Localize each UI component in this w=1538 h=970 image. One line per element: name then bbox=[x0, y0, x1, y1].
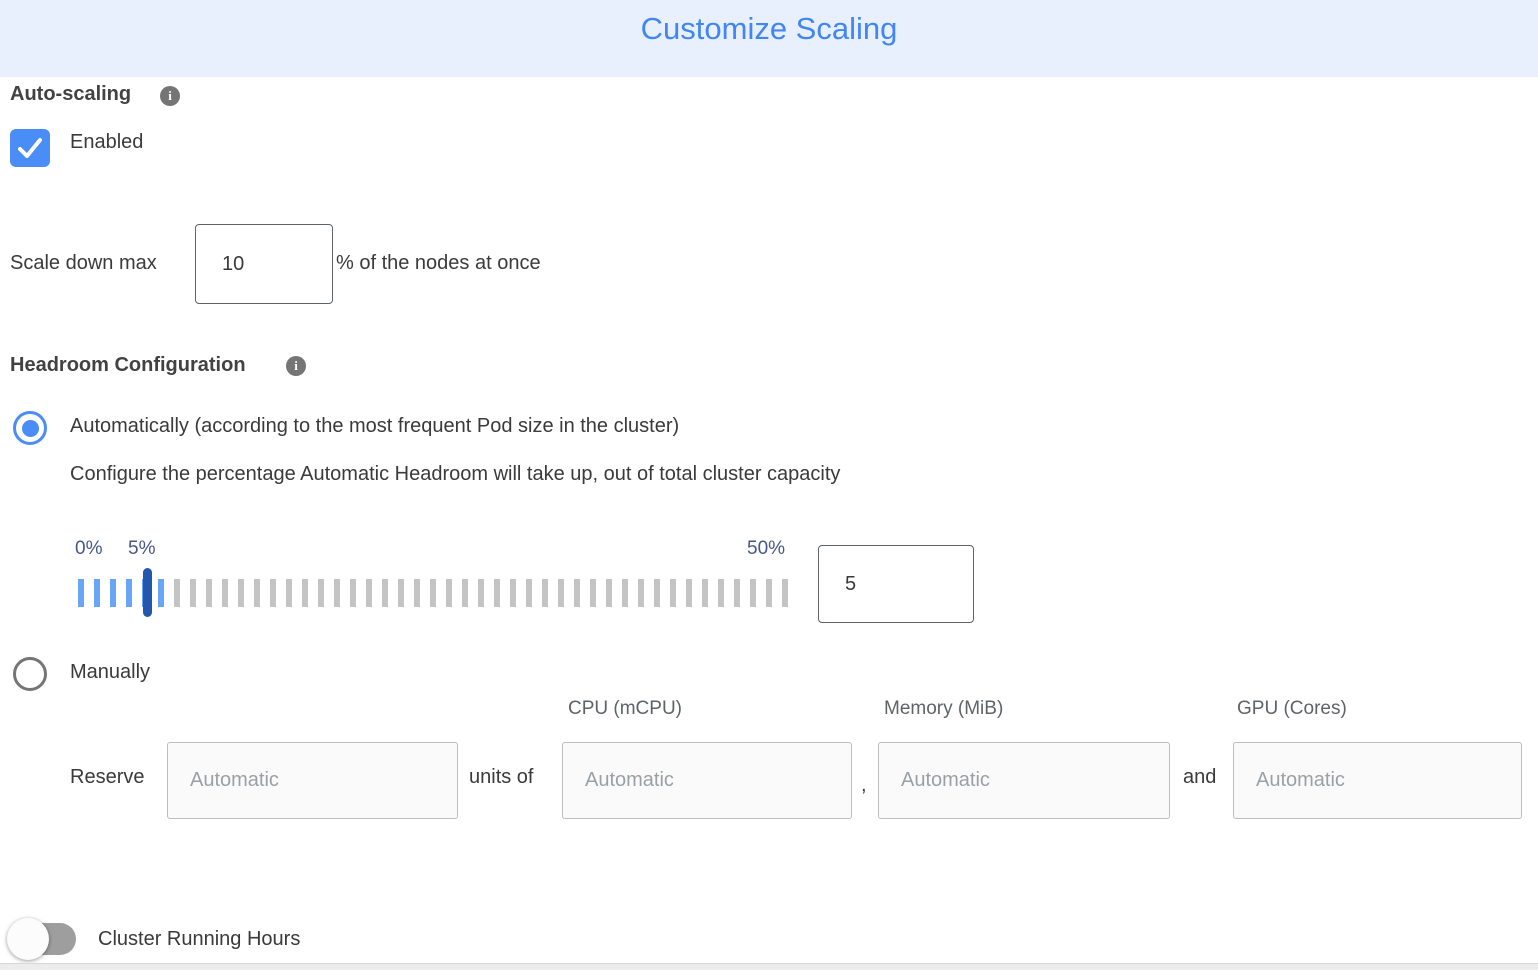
slider-tick bbox=[750, 579, 756, 607]
slider-tick bbox=[302, 579, 308, 607]
cluster-running-hours-label: Cluster Running Hours bbox=[98, 928, 301, 950]
slider-tick bbox=[478, 579, 484, 607]
slider-tick bbox=[78, 579, 84, 607]
cluster-running-hours-toggle[interactable] bbox=[7, 918, 76, 960]
slider-tick bbox=[286, 579, 292, 607]
slider-max-label: 50% bbox=[747, 538, 786, 559]
slider-tick bbox=[574, 579, 580, 607]
bottom-divider bbox=[0, 963, 1538, 970]
column-header-gpu: GPU (Cores) bbox=[1237, 698, 1347, 719]
reserve-and-label: and bbox=[1183, 766, 1217, 788]
slider-tick bbox=[542, 579, 548, 607]
slider-min-label: 0% bbox=[75, 538, 103, 559]
slider-tick bbox=[366, 579, 372, 607]
panel-header: Customize Scaling bbox=[0, 0, 1538, 77]
column-header-memory: Memory (MiB) bbox=[884, 698, 1004, 719]
slider-tick bbox=[494, 579, 500, 607]
slider-tick bbox=[526, 579, 532, 607]
slider-tick bbox=[238, 579, 244, 607]
reserve-cpu-input[interactable] bbox=[562, 742, 852, 819]
slider-tick bbox=[462, 579, 468, 607]
slider-tick bbox=[318, 579, 324, 607]
slider-tick bbox=[654, 579, 660, 607]
headroom-automatic-radio[interactable] bbox=[13, 411, 47, 445]
slider-tick bbox=[222, 579, 228, 607]
slider-tick bbox=[414, 579, 420, 607]
slider-tick bbox=[558, 579, 564, 607]
headroom-slider-track[interactable] bbox=[78, 568, 790, 617]
slider-handle-label: 5% bbox=[128, 538, 156, 559]
slider-tick bbox=[622, 579, 628, 607]
scale-down-input[interactable] bbox=[195, 224, 333, 304]
headroom-automatic-label: Automatically (according to the most fre… bbox=[70, 415, 680, 437]
slider-tick bbox=[686, 579, 692, 607]
slider-tick bbox=[110, 579, 116, 607]
slider-tick bbox=[430, 579, 436, 607]
autoscaling-enabled-checkbox[interactable] bbox=[10, 129, 50, 167]
slider-tick bbox=[638, 579, 644, 607]
slider-tick bbox=[158, 579, 164, 607]
reserve-units-of-label: units of bbox=[469, 766, 534, 788]
headroom-manually-label: Manually bbox=[70, 661, 151, 683]
slider-tick bbox=[446, 579, 452, 607]
slider-tick bbox=[702, 579, 708, 607]
slider-ticks bbox=[78, 579, 790, 607]
scale-down-label: Scale down max bbox=[10, 252, 157, 274]
headroom-automatic-description: Configure the percentage Automatic Headr… bbox=[70, 463, 841, 485]
slider-tick bbox=[190, 579, 196, 607]
checkmark-icon bbox=[18, 138, 42, 158]
reserve-gpu-input[interactable] bbox=[1233, 742, 1522, 819]
autoscaling-enabled-label: Enabled bbox=[70, 131, 144, 153]
slider-handle[interactable] bbox=[143, 568, 152, 617]
scale-down-suffix: % of the nodes at once bbox=[336, 252, 541, 274]
headroom-section-label: Headroom Configuration bbox=[10, 354, 246, 376]
radio-dot bbox=[21, 419, 39, 437]
slider-tick bbox=[382, 579, 388, 607]
slider-tick bbox=[718, 579, 724, 607]
reserve-units-input[interactable] bbox=[167, 742, 458, 819]
headroom-info-icon[interactable]: i bbox=[286, 356, 306, 376]
slider-tick bbox=[334, 579, 340, 607]
autoscaling-info-icon[interactable]: i bbox=[160, 86, 180, 106]
slider-tick bbox=[670, 579, 676, 607]
reserve-memory-input[interactable] bbox=[878, 742, 1170, 819]
autoscaling-section-label: Auto-scaling bbox=[10, 83, 132, 105]
slider-tick bbox=[766, 579, 772, 607]
toggle-knob bbox=[7, 918, 49, 960]
slider-tick bbox=[398, 579, 404, 607]
slider-tick bbox=[510, 579, 516, 607]
slider-tick bbox=[206, 579, 212, 607]
column-header-cpu: CPU (mCPU) bbox=[568, 698, 682, 719]
slider-tick bbox=[782, 579, 788, 607]
slider-tick bbox=[174, 579, 180, 607]
slider-tick bbox=[94, 579, 100, 607]
slider-tick bbox=[126, 579, 132, 607]
slider-tick bbox=[590, 579, 596, 607]
slider-tick bbox=[254, 579, 260, 607]
reserve-comma-separator: , bbox=[861, 774, 867, 796]
slider-tick bbox=[606, 579, 612, 607]
headroom-manually-radio[interactable] bbox=[13, 657, 47, 691]
reserve-label: Reserve bbox=[70, 766, 145, 788]
slider-tick bbox=[734, 579, 740, 607]
headroom-percentage-input[interactable] bbox=[818, 545, 974, 623]
slider-tick bbox=[350, 579, 356, 607]
page-title: Customize Scaling bbox=[640, 11, 898, 46]
slider-tick bbox=[270, 579, 276, 607]
